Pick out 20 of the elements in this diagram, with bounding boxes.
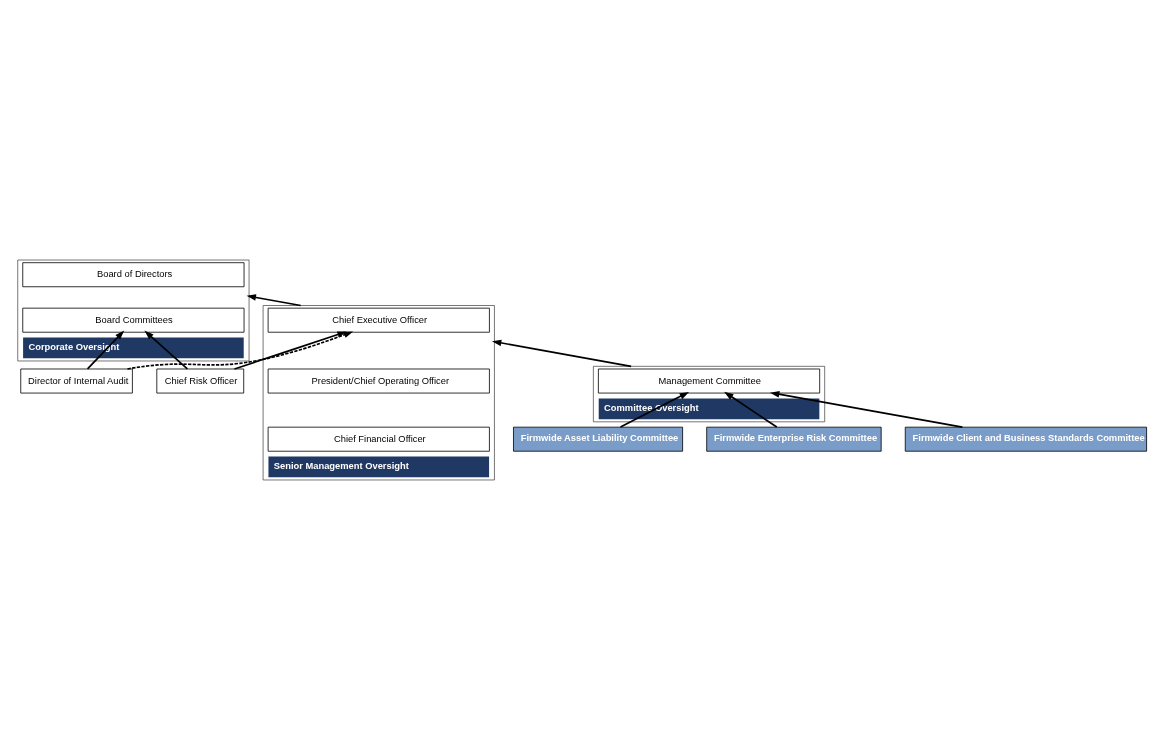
node-box: Firmwide Client and Business Standards Committee xyxy=(904,426,1147,452)
arrow xyxy=(619,391,690,428)
node-box: Chief Executive Officer xyxy=(267,307,490,333)
node-box: Firmwide Asset Liability Committee xyxy=(513,426,683,452)
arrow xyxy=(86,329,125,370)
node-box: Board Committees xyxy=(22,307,245,333)
node-box: Chief Risk Officer xyxy=(156,368,245,393)
node-box: Director of Internal Audit xyxy=(20,368,133,393)
arrow xyxy=(144,330,189,370)
node-box: President/Chief Operating Officer xyxy=(267,368,490,393)
arrow xyxy=(246,293,302,306)
arrow xyxy=(126,330,354,370)
arrow xyxy=(724,391,778,428)
arrow xyxy=(770,390,964,428)
arrow xyxy=(233,330,347,370)
arrow xyxy=(491,339,632,367)
node-box: Firmwide Enterprise Risk Committee xyxy=(706,426,882,452)
node-box: Chief Financial Officer xyxy=(267,426,490,452)
node-box: Management Committee xyxy=(598,368,821,393)
node-box: Board of Directors xyxy=(22,261,245,287)
